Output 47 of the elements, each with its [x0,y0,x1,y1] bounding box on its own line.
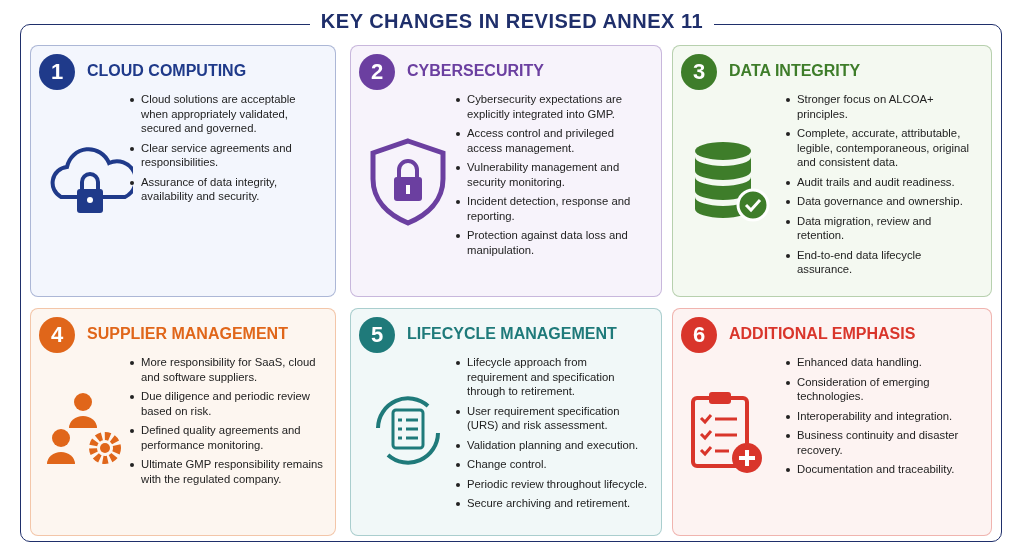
bullet-text: Lifecycle approach from requirement and specification through to retirement. [467,355,616,399]
bullet-text: Audit trails and audit readiness. [797,174,956,189]
section-heading: SUPPLIER MANAGEMENT [87,325,288,343]
section-heading: CLOUD COMPUTING [87,62,247,80]
bullet-text: Clear service agreements and responsibilities. [141,140,293,170]
number-badge: 5 [359,317,395,353]
section-card [30,308,336,536]
bullet-text: Secure archiving and retirement. [467,496,632,511]
section-card [672,45,992,297]
section-card [350,308,662,536]
bullet-text: Enhanced data handling. [797,355,923,370]
section-card [672,308,992,536]
bullet-text: Periodic review throughout lifecycle. [467,476,649,491]
bullet-text: Incident detection, response and reporting. [467,194,632,223]
bullet-text: End-to-end data lifecycle assurance. [797,247,923,277]
section-heading: ADDITIONAL EMPHASIS [729,325,916,343]
bullet-text: Consideration of emerging technologies. [797,374,931,404]
section-heading: DATA INTEGRITY [729,62,861,80]
bullet-text: Business continuity and disaster recovery. [797,428,960,457]
bullet-text: Vulnerability management and security monitoring. [467,160,621,189]
section-card [30,45,336,297]
bullet-text: Change control. [467,457,548,472]
section-heading: CYBERSECURITY [407,62,544,80]
bullet-text: More responsibility for SaaS, cloud and software suppliers. [141,355,317,384]
bullet-text: Stronger focus on ALCOA+ principles. [797,92,935,121]
bullet-text: Due diligence and periodic review based on risk. [141,389,311,418]
bullet-text: Assurance of data integrity, availability and security. [141,174,279,204]
bullet-text: Cloud solutions are acceptable when appropriately validated, secured and governed. [141,92,297,136]
bullet-text: Validation planning and execution. [467,437,640,452]
bullet-text: Ultimate GMP responsibility remains with the regulated company. [141,457,323,486]
section-card [350,45,662,297]
bullet-text: Access control and privileged access management. [467,126,615,155]
number-badge: 2 [359,54,395,90]
bullet-text: User requirement specification (URS) and risk assessment. [467,403,621,433]
number-badge: 6 [681,317,717,353]
section-heading: LIFECYCLE MANAGEMENT [407,325,617,343]
bullet-text: Documentation and traceability. [797,462,956,477]
bullet-text: Data migration, review and retention. [797,213,933,243]
bullet-text: Data governance and ownership. [797,194,964,209]
bullet-text: Protection against data loss and manipulation. [467,228,629,257]
bullet-text: Defined quality agreements and performance monitoring. [141,423,302,452]
bullet-text: Interoperability and integration. [797,408,954,423]
bullet-text: Cybersecurity expectations are explicitly integrated into GMP. [467,92,624,121]
number-badge: 3 [681,54,717,90]
bullet-text: Complete, accurate, attributable, legible, contemporaneous, original and consistent data. [797,126,971,170]
number-badge: 4 [39,317,75,353]
number-badge: 1 [39,54,75,90]
